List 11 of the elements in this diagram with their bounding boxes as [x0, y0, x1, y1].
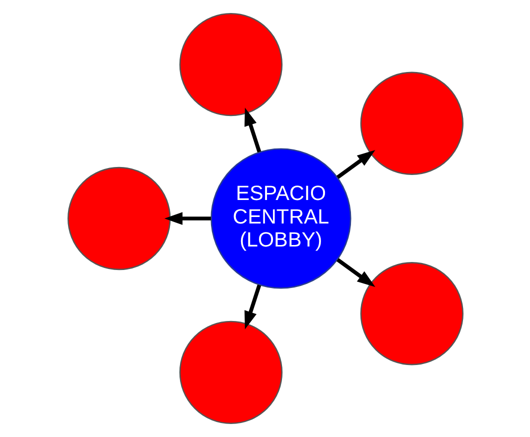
node-circle: [67, 166, 170, 270]
node-circle: ESPACIO CENTRAL (LOBBY): [210, 148, 351, 289]
arrow: [244, 284, 261, 330]
node-circle: [360, 262, 463, 366]
node-circle: [178, 320, 282, 424]
node-circle: [360, 72, 463, 175]
arrow: [336, 150, 375, 179]
node-circle: [178, 12, 282, 116]
arrow: [244, 108, 261, 152]
arrow: [336, 258, 375, 288]
arrow: [164, 212, 210, 225]
